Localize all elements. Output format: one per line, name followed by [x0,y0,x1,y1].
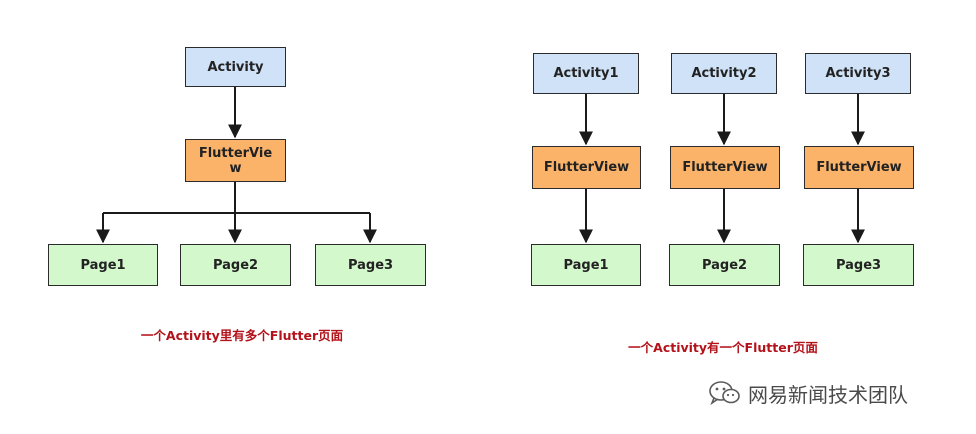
wechat-icon [709,381,740,406]
flutterview1-node: FlutterView [532,146,641,189]
flutterview3-node: FlutterView [804,146,914,189]
watermark-text: 网易新闻技术团队 [748,382,908,407]
activity2-node: Activity2 [671,53,777,94]
page3-right-node: Page3 [803,244,914,286]
page1-right-node: Page1 [531,244,641,286]
flutterview-node: FlutterView [185,139,286,182]
page2-right-node: Page2 [669,244,780,286]
right-caption: 一个Activity有一个Flutter页面 [628,340,818,355]
watermark: 网易新闻技术团队 [708,378,968,408]
activity-node: Activity [185,47,286,87]
activity1-node: Activity1 [533,53,639,94]
page1-node: Page1 [48,244,158,286]
flutterview2-node: FlutterView [670,146,780,189]
page3-node: Page3 [315,244,426,286]
page2-node: Page2 [180,244,291,286]
activity3-node: Activity3 [805,53,911,94]
left-caption: 一个Activity里有多个Flutter页面 [140,328,344,343]
